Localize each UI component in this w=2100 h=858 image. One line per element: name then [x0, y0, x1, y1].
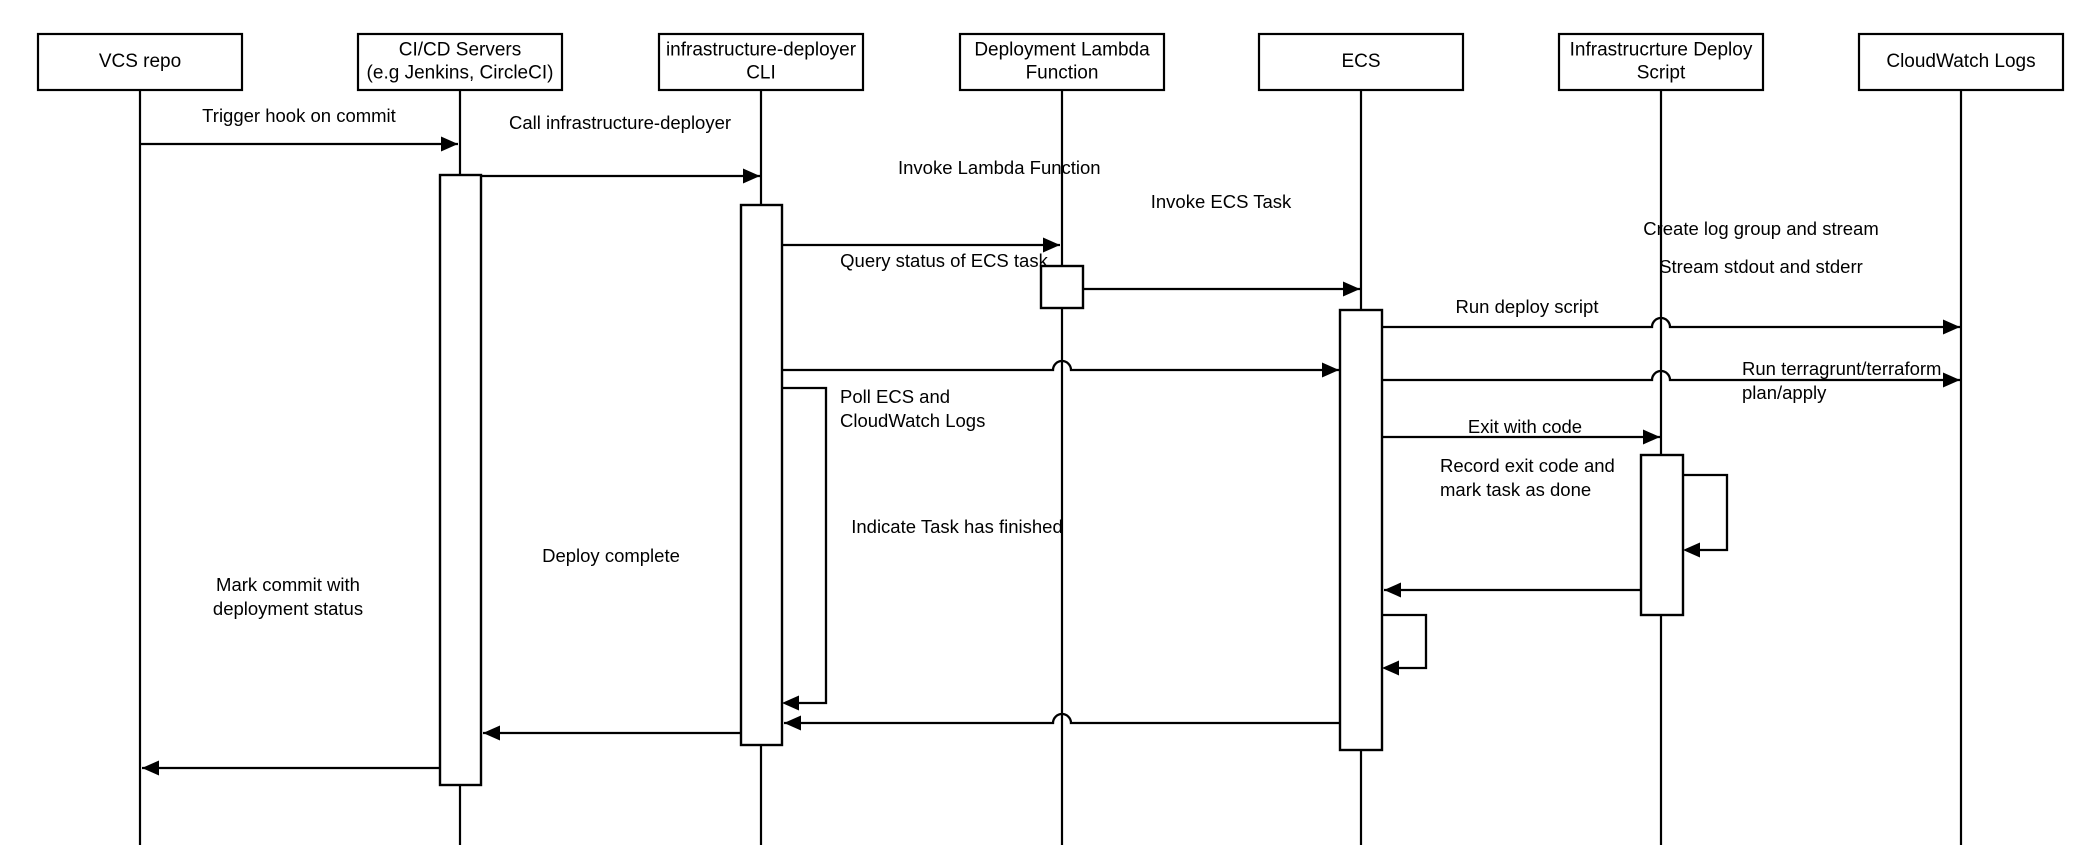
message-label-m5: Create log group and stream: [1643, 218, 1879, 239]
participant-label-script: Script: [1637, 63, 1686, 84]
arrow-head: [1343, 281, 1360, 297]
self-message-label-s3: Record exit code and: [1440, 455, 1615, 476]
message-m4[interactable]: Invoke ECS Task: [1083, 191, 1360, 297]
participant-box-lambda[interactable]: [958, 32, 1166, 92]
message-m10[interactable]: Indicate Task has finished: [784, 516, 1339, 731]
self-message-line-s3: [1382, 613, 1428, 670]
message-m11[interactable]: Deploy complete: [483, 545, 740, 741]
message-m9[interactable]: Exit with code: [1384, 416, 1640, 598]
arrow-head: [1043, 237, 1060, 253]
participant-label-vcs: VCS repo: [99, 51, 181, 72]
message-label-m7: Stream stdout and stderr: [1659, 256, 1863, 277]
participant-box-cli[interactable]: [657, 32, 865, 92]
arrow-head: [1322, 362, 1339, 378]
message-m6[interactable]: Query status of ECS task: [782, 250, 1339, 378]
self-message-s2[interactable]: Run terragrunt/terraform plan/apply: [1683, 358, 1941, 558]
activations-layer: [438, 173, 1685, 787]
arrow-head: [142, 760, 159, 776]
self-message-label-s1: CloudWatch Logs: [840, 410, 985, 431]
participant-header-vcs[interactable]: VCS repo: [36, 32, 244, 92]
participant-header-cicd[interactable]: CI/CD Servers(e.g Jenkins, CircleCI): [356, 32, 564, 92]
participant-label-cicd: (e.g Jenkins, CircleCI): [367, 63, 554, 84]
participant-box-cicd[interactable]: [356, 32, 564, 92]
participant-label-logs: CloudWatch Logs: [1886, 51, 2035, 72]
message-label-m8: Run deploy script: [1456, 296, 1599, 317]
arrow-head: [782, 695, 799, 711]
arrow-head: [441, 136, 458, 152]
activation-bar-lambda: [1039, 264, 1085, 310]
message-label-m9: Exit with code: [1468, 416, 1582, 437]
participant-label-lambda: Function: [1026, 63, 1099, 84]
arrow-head: [1382, 660, 1399, 676]
message-line-m5: [1382, 316, 1960, 329]
message-label-m4: Invoke ECS Task: [1151, 191, 1292, 212]
activation-bar-cli: [739, 203, 784, 747]
participant-label-lambda: Deployment Lambda: [974, 40, 1150, 61]
arrow-head: [784, 715, 801, 731]
participant-box-script[interactable]: [1557, 32, 1765, 92]
participant-box-vcs[interactable]: [36, 32, 244, 92]
message-label-m2: Call infrastructure-deployer: [509, 112, 731, 133]
self-message-s3[interactable]: Record exit code and mark task as done: [1382, 455, 1615, 676]
participant-label-cli: CLI: [746, 63, 776, 84]
message-label-m10: Indicate Task has finished: [851, 516, 1063, 537]
self-message-line-s2: [1683, 473, 1729, 552]
arrow-head: [1384, 582, 1401, 598]
message-m5[interactable]: Create log group and stream: [1382, 218, 1960, 335]
message-label-m1: Trigger hook on commit: [202, 105, 396, 126]
arrow-head: [1683, 542, 1700, 558]
self-message-label-s2: Run terragrunt/terraform: [1742, 358, 1941, 379]
message-label-m12: deployment status: [213, 598, 363, 619]
message-line-m6: [782, 359, 1339, 372]
messages-layer: Trigger hook on commit Call infrastructur…: [140, 105, 1960, 776]
activation-bar-cicd: [438, 173, 483, 787]
participant-label-cli: infrastructure-deployer: [666, 40, 857, 61]
message-m7[interactable]: Stream stdout and stderr: [1382, 256, 1960, 388]
message-m12[interactable]: Mark commit with deployment status: [142, 574, 439, 776]
message-label-m11: Deploy complete: [542, 545, 680, 566]
message-m2[interactable]: Call infrastructure-deployer: [481, 112, 760, 184]
message-label-m3: Invoke Lambda Function: [898, 157, 1101, 178]
arrow-head: [483, 725, 500, 741]
self-message-line-s1: [782, 386, 828, 705]
participant-label-script: Infrastrucrture Deploy: [1570, 40, 1753, 61]
self-message-label-s2: plan/apply: [1742, 382, 1827, 403]
self-message-label-s3: mark task as done: [1440, 479, 1591, 500]
lifelines-layer: [138, 90, 1963, 845]
self-message-label-s1: Poll ECS and: [840, 386, 950, 407]
participant-label-cicd: CI/CD Servers: [399, 40, 521, 61]
message-m3[interactable]: Invoke Lambda Function: [782, 157, 1101, 253]
arrow-head: [743, 168, 760, 184]
message-m8[interactable]: Run deploy script: [1382, 296, 1660, 445]
message-label-m6: Query status of ECS task: [840, 250, 1048, 271]
message-line-m7: [1382, 369, 1960, 382]
message-label-m12: Mark commit with: [216, 574, 360, 595]
arrow-head: [1643, 429, 1660, 445]
message-line-m10: [784, 712, 1339, 725]
participant-header-logs[interactable]: CloudWatch Logs: [1857, 32, 2065, 92]
participant-box-ecs[interactable]: [1257, 32, 1465, 92]
arrow-head: [1943, 372, 1960, 388]
participant-label-ecs: ECS: [1341, 51, 1380, 72]
activation-bar-script: [1639, 453, 1685, 617]
participant-box-logs[interactable]: [1857, 32, 2065, 92]
participant-headers-layer: VCS repo CI/CD Servers(e.g Jenkins, Circl…: [36, 32, 2065, 92]
participant-header-ecs[interactable]: ECS: [1257, 32, 1465, 92]
arrow-head: [1943, 319, 1960, 335]
message-m1[interactable]: Trigger hook on commit: [140, 105, 458, 152]
activation-bar-ecs: [1338, 308, 1384, 752]
